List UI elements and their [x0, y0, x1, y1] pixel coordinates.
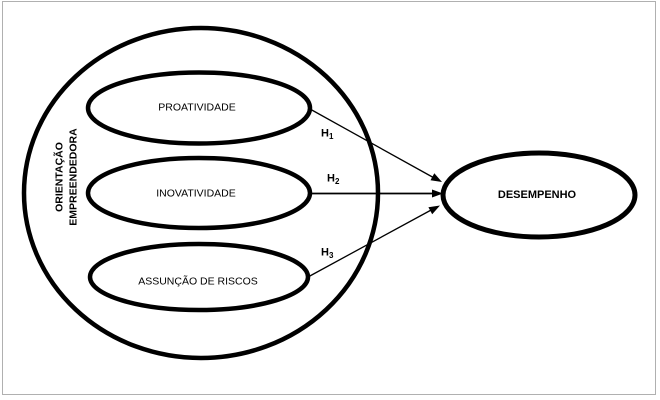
arrow-h1	[309, 108, 437, 180]
hypothesis-label-h1: H1	[321, 128, 334, 142]
hypothesis-label-h2: H2	[327, 173, 340, 187]
inovatividade-label: INOVATIVIDADE	[156, 188, 236, 200]
figure-border	[2, 1, 656, 395]
desempenho-label: DESEMPENHO	[498, 189, 577, 201]
h3-text: H	[321, 247, 329, 259]
h2-subscript: 2	[335, 177, 340, 186]
proatividade-ellipse	[85, 70, 313, 146]
assuncao-de-riscos-label: ASSUNÇÃO DE RISCOS	[138, 275, 258, 288]
h2-text: H	[327, 173, 335, 185]
proatividade-label: PROATIVIDADE	[158, 102, 235, 114]
h1-subscript: 1	[329, 132, 334, 141]
construct-desempenho: DESEMPENHO	[440, 150, 638, 240]
arrow-h2-head-icon	[432, 189, 443, 198]
arrow-h3	[307, 208, 434, 278]
hypothesis-label-h3: H3	[321, 247, 334, 261]
construct-proatividade: PROATIVIDADE	[85, 70, 313, 146]
h1-text: H	[321, 128, 329, 140]
arrow-h1-head-icon	[430, 173, 442, 182]
arrow-h3-head-icon	[428, 205, 440, 215]
desempenho-ellipse	[440, 150, 638, 240]
orientacao-label-line1: ORIENTAÇÃO	[53, 142, 66, 212]
h3-subscript: 3	[329, 251, 334, 260]
hypothesis-arrows	[307, 108, 443, 278]
orientacao-label-line2: EMPREENDEDORA	[68, 128, 80, 226]
